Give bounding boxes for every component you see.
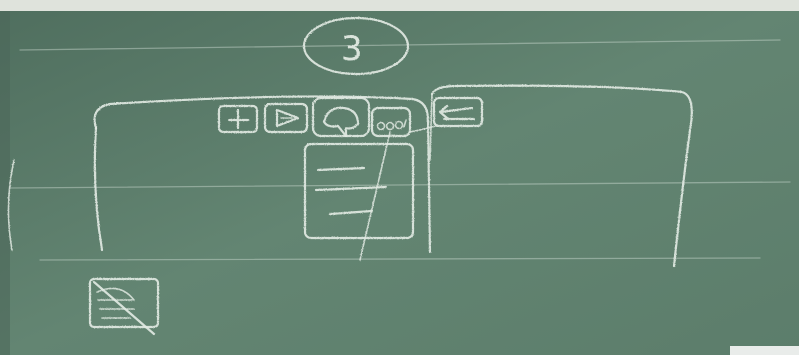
dropdown-item-1[interactable] [316, 166, 366, 172]
more-button[interactable] [370, 106, 412, 138]
board-left-shadow [0, 11, 10, 355]
comment-button[interactable] [311, 96, 371, 138]
step-number-badge: 3 [302, 16, 410, 76]
play-icon [275, 108, 300, 128]
play-button[interactable] [263, 102, 309, 134]
speech-bubble-icon [322, 106, 360, 138]
board-bottom-frame [730, 346, 799, 355]
back-arrow-icon [438, 104, 476, 121]
board-top-edge [0, 0, 799, 11]
plus-button[interactable] [217, 104, 259, 134]
side-panel-frame [430, 84, 693, 268]
back-button[interactable] [432, 96, 484, 128]
thumbnail-card[interactable] [88, 277, 160, 336]
dots-icon [376, 119, 407, 131]
plus-icon [227, 108, 250, 130]
step-number: 3 [341, 29, 363, 69]
dropdown-item-3[interactable] [328, 209, 374, 216]
crossed-out-document-icon [92, 280, 156, 336]
window-frame-left [93, 95, 432, 254]
dropdown-item-2[interactable] [314, 185, 388, 192]
dropdown-menu [303, 142, 415, 240]
